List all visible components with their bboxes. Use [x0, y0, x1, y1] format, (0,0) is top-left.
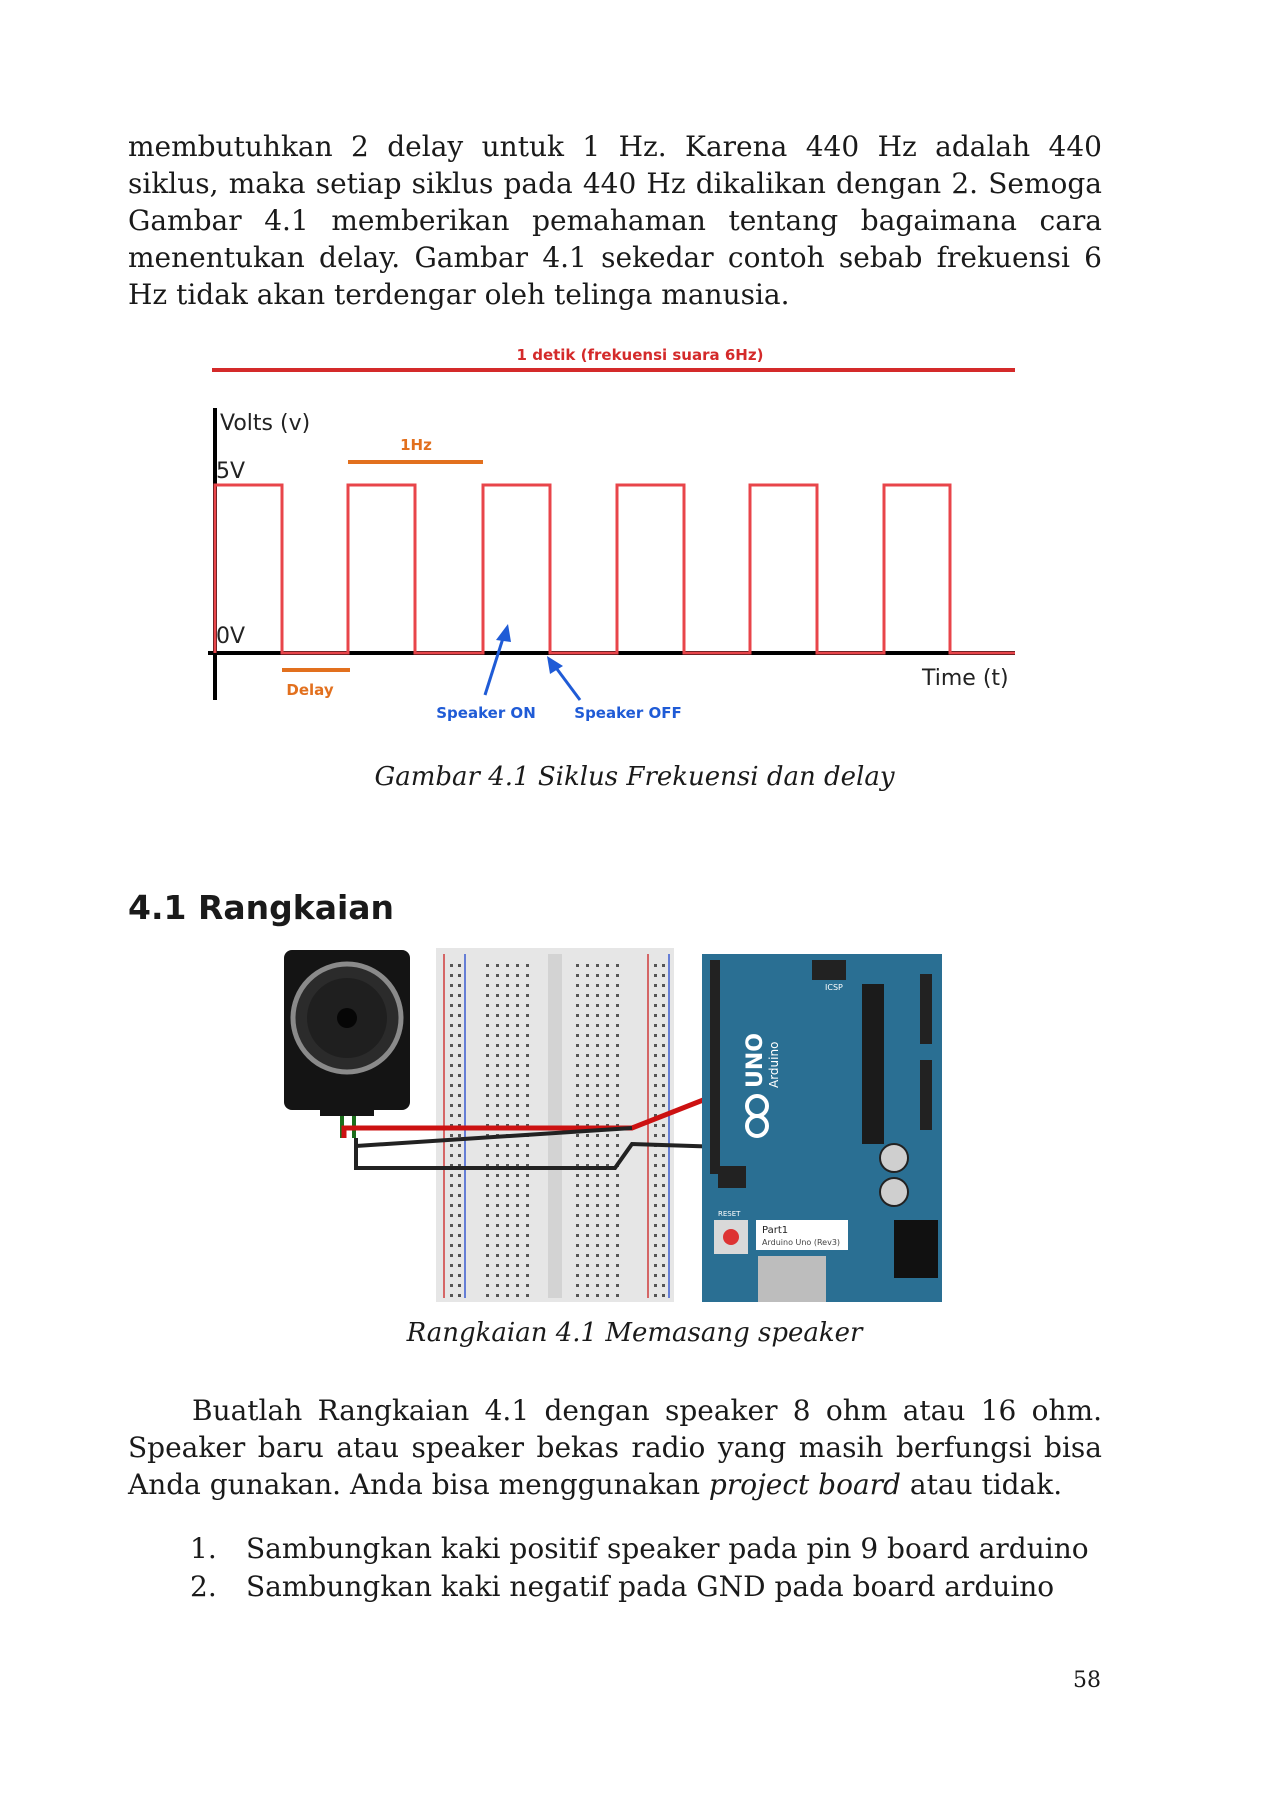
figure1-caption: Gambar 4.1 Siklus Frekuensi dan delay [374, 762, 895, 792]
board-name: UNO [743, 1033, 768, 1088]
level-low-label: 0V [216, 624, 245, 649]
positive-wire [341, 1077, 755, 1138]
circuit-figure: Part1 Arduino Uno (Rev3) UNO Arduino ICS… [284, 948, 942, 1302]
speaker-on-arrow [483, 634, 506, 696]
period-label: 1Hz [400, 436, 432, 454]
top-label: 1 detik (frekuensi suara 6Hz) [517, 346, 764, 364]
list-item: 2.Sambungkan kaki negatif pada GND pada … [190, 1570, 1055, 1603]
delay-label: Delay [286, 681, 333, 699]
breadboard-holes [450, 964, 665, 1297]
gnd-wire [354, 1141, 755, 1170]
breadboard [436, 948, 674, 1302]
square-wave [213, 483, 1015, 655]
y-axis-label: Volts (v) [220, 411, 310, 436]
speaker-off-arrow [552, 664, 582, 701]
board-brand: Arduino [767, 1042, 781, 1088]
part-sublabel: Arduino Uno (Rev3) [762, 1238, 840, 1247]
speaker-icon [284, 950, 410, 1138]
part-label: Part1 [762, 1225, 788, 1236]
arduino-board: Part1 Arduino Uno (Rev3) UNO Arduino ICS… [702, 954, 942, 1302]
page-number: 58 [1073, 1668, 1101, 1693]
list-item: 1.Sambungkan kaki positif speaker pada p… [190, 1532, 1089, 1565]
speaker-off-label: Speaker OFF [574, 704, 681, 722]
infinity-logo [745, 1094, 769, 1138]
speaker-on-arrowhead [496, 624, 511, 642]
frequency-cycle-figure: 1 detik (frekuensi suara 6Hz) Volts (v) … [208, 346, 1015, 722]
body-paragraph: Buatlah Rangkaian 4.1 dengan speaker 8 o… [128, 1394, 1102, 1501]
icsp-label: ICSP [825, 983, 843, 992]
steps-list: 1.Sambungkan kaki positif speaker pada p… [190, 1530, 1089, 1606]
section-heading: 4.1 Rangkaian [128, 888, 395, 927]
level-high-label: 5V [216, 459, 245, 484]
speaker-off-arrowhead [547, 656, 563, 674]
reset-label: RESET [718, 1210, 741, 1218]
x-axis-label: Time (t) [921, 666, 1009, 691]
emphasis-project-board: project board [708, 1468, 901, 1501]
figure2-caption: Rangkaian 4.1 Memasang speaker [406, 1318, 863, 1348]
reset-button [723, 1229, 739, 1245]
intro-paragraph: membutuhkan 2 delay untuk 1 Hz. Karena 4… [128, 130, 1102, 311]
speaker-on-label: Speaker ON [436, 704, 536, 722]
